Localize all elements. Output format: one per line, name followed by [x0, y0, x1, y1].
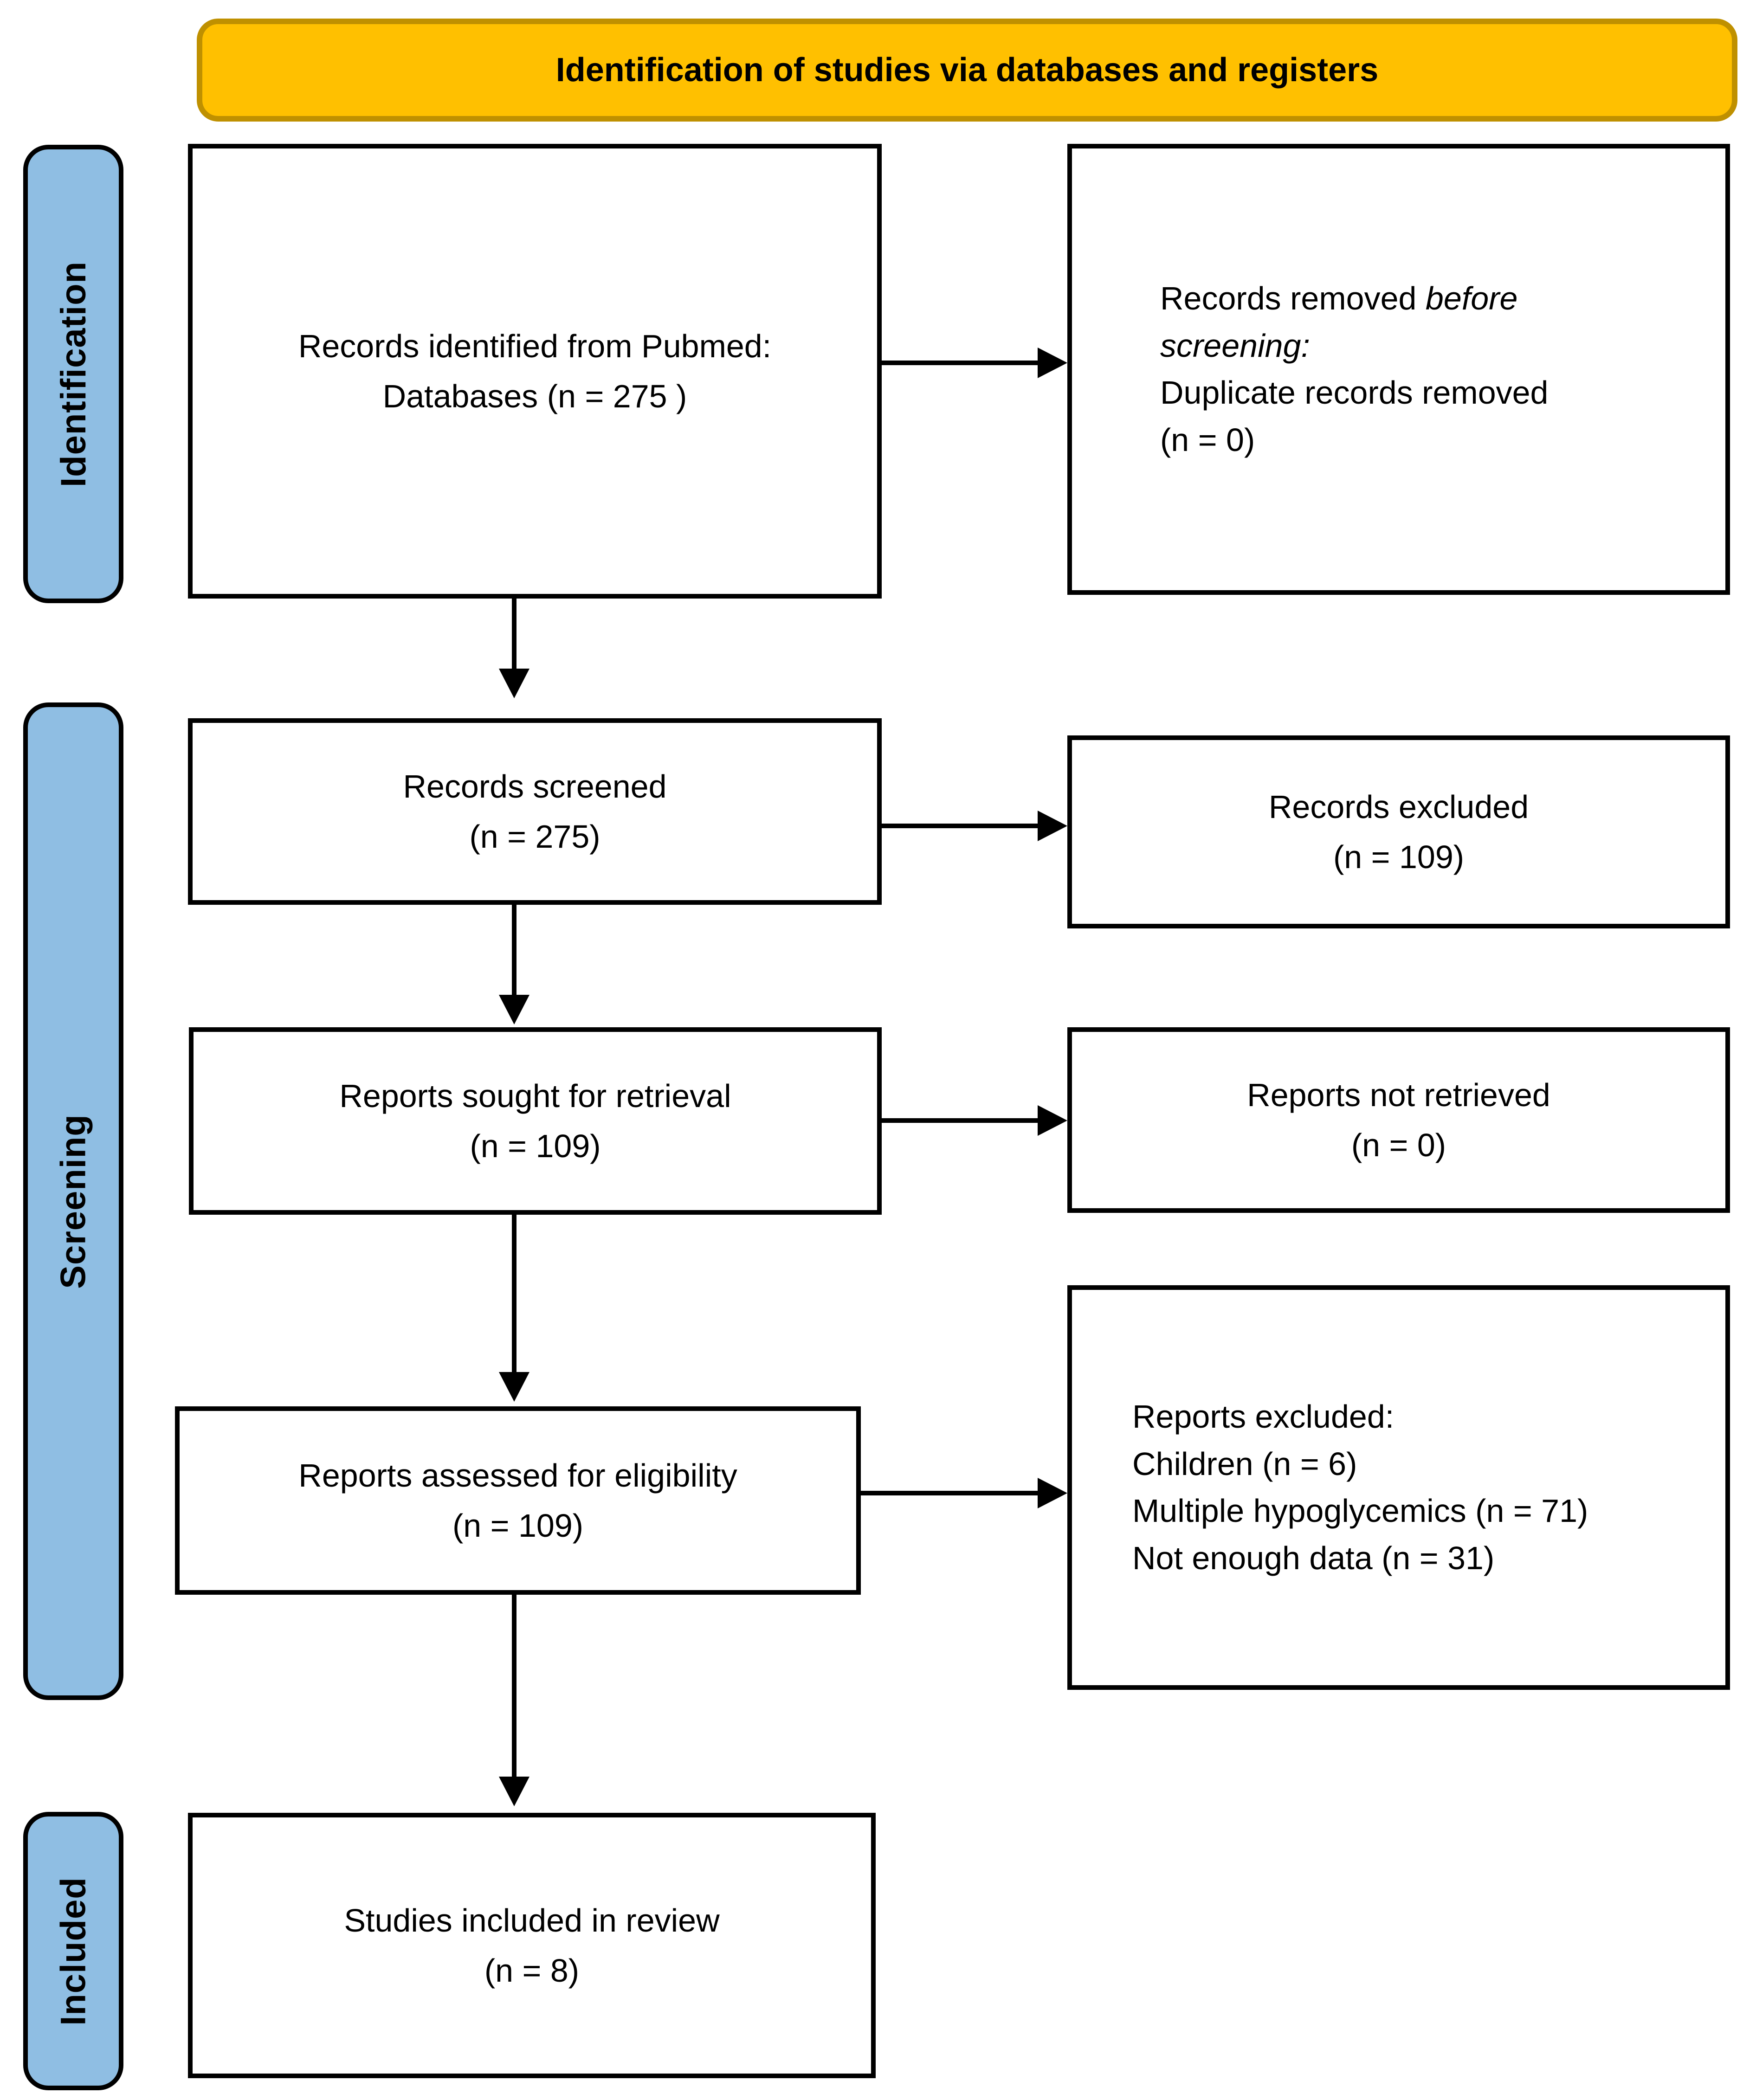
arrow-right-1-line [882, 361, 1038, 365]
arrow-down-2-head [499, 995, 529, 1024]
records-removed-lead: Records removed [1160, 280, 1426, 316]
box-records-identified-line1: Records identified from Pubmed: [298, 328, 772, 364]
box-studies-included-line2: (n = 8) [484, 1952, 580, 1989]
box-records-excluded: Records excluded (n = 109) [1067, 735, 1730, 928]
arrow-down-2-line [512, 905, 516, 997]
reports-excluded-title: Reports excluded: [1132, 1398, 1394, 1435]
box-reports-not-retrieved-line1: Reports not retrieved [1247, 1076, 1550, 1113]
box-reports-excluded-text: Reports excluded: Children (n = 6) Multi… [1132, 1393, 1588, 1582]
box-reports-not-retrieved-line2: (n = 0) [1351, 1127, 1446, 1163]
reports-excluded-not-enough-data: Not enough data (n = 31) [1132, 1540, 1495, 1576]
arrow-down-3-line [512, 1215, 516, 1374]
box-records-identified: Records identified from Pubmed: Database… [188, 144, 882, 599]
box-reports-sought-line2: (n = 109) [470, 1128, 601, 1164]
box-records-identified-line2: Databases (n = 275 ) [382, 378, 687, 414]
banner-identification-of-studies: Identification of studies via databases … [197, 19, 1737, 122]
arrow-right-4-line [861, 1491, 1038, 1495]
records-removed-screening: screening: [1160, 327, 1310, 364]
box-reports-not-retrieved: Reports not retrieved (n = 0) [1067, 1027, 1730, 1213]
box-reports-excluded: Reports excluded: Children (n = 6) Multi… [1067, 1285, 1730, 1690]
sidebar-included-label: Included [53, 1876, 93, 2026]
records-removed-before: before [1425, 280, 1518, 316]
box-records-screened-line1: Records screened [403, 768, 667, 805]
arrow-right-1-head [1038, 348, 1067, 378]
box-reports-sought-line1: Reports sought for retrieval [339, 1077, 731, 1114]
sidebar-identification: Identification [23, 145, 123, 603]
arrow-down-1-head [499, 669, 529, 698]
sidebar-included: Included [23, 1812, 123, 2090]
banner-title: Identification of studies via databases … [555, 52, 1379, 89]
box-studies-included: Studies included in review (n = 8) [188, 1813, 876, 2078]
records-removed-count: (n = 0) [1160, 421, 1255, 458]
box-records-screened-line2: (n = 275) [469, 818, 600, 855]
arrow-down-4-head [499, 1777, 529, 1806]
box-records-excluded-line2: (n = 109) [1333, 839, 1465, 875]
box-reports-sought: Reports sought for retrieval (n = 109) [189, 1027, 882, 1215]
box-reports-assessed-line1: Reports assessed for eligibility [298, 1457, 737, 1494]
arrow-right-4-head [1038, 1478, 1067, 1508]
box-records-removed-text: Records removed before screening: Duplic… [1160, 275, 1548, 464]
box-records-removed: Records removed before screening: Duplic… [1067, 144, 1730, 595]
reports-excluded-hypoglycemics: Multiple hypoglycemics (n = 71) [1132, 1493, 1588, 1529]
reports-excluded-children: Children (n = 6) [1132, 1445, 1357, 1482]
box-records-excluded-line1: Records excluded [1268, 788, 1529, 825]
arrow-right-3-line [882, 1118, 1038, 1123]
sidebar-identification-label: Identification [53, 261, 93, 487]
box-reports-assessed: Reports assessed for eligibility (n = 10… [175, 1406, 861, 1595]
arrow-right-2-line [882, 824, 1038, 828]
arrow-down-4-line [512, 1595, 516, 1778]
sidebar-screening-label: Screening [53, 1114, 93, 1289]
records-removed-duplicates: Duplicate records removed [1160, 374, 1549, 411]
arrow-right-2-head [1038, 811, 1067, 841]
box-records-screened: Records screened (n = 275) [188, 718, 882, 905]
sidebar-screening: Screening [23, 702, 123, 1700]
box-studies-included-line1: Studies included in review [344, 1902, 720, 1939]
arrow-down-3-head [499, 1372, 529, 1402]
arrow-right-3-head [1038, 1105, 1067, 1136]
box-reports-assessed-line2: (n = 109) [452, 1507, 584, 1544]
arrow-down-1-line [512, 599, 516, 670]
